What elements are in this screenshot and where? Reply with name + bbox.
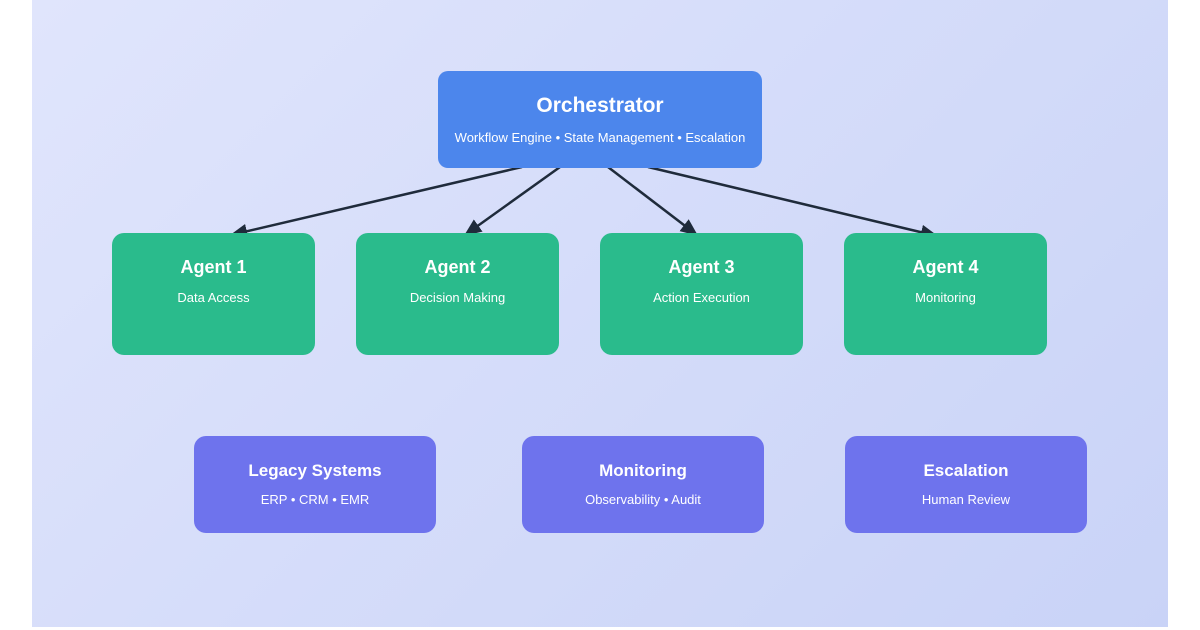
orchestrator-node: Orchestrator Workflow Engine • State Man… (438, 71, 762, 168)
monitoring-title: Monitoring (599, 461, 687, 481)
agent-4-subtitle: Monitoring (915, 289, 976, 305)
escalation-subtitle: Human Review (921, 491, 1011, 507)
monitoring-node: Monitoring Observability • Audit (522, 436, 764, 533)
legacy-systems-subtitle: ERP • CRM • EMR (260, 491, 370, 507)
agent-3-node: Agent 3 Action Execution (600, 233, 803, 355)
agent-1-node: Agent 1 Data Access (112, 233, 315, 355)
agent-1-title: Agent 1 (180, 257, 247, 277)
orchestrator-subtitle: Workflow Engine • State Management • Esc… (454, 129, 746, 145)
agent-2-subtitle: Decision Making (409, 289, 506, 305)
legacy-systems-title: Legacy Systems (248, 461, 382, 481)
agent-1-subtitle: Data Access (177, 289, 250, 305)
escalation-node: Escalation Human Review (845, 436, 1087, 533)
legacy-systems-node: Legacy Systems ERP • CRM • EMR (194, 436, 436, 533)
escalation-title: Escalation (923, 461, 1009, 481)
monitoring-subtitle: Observability • Audit (585, 491, 701, 507)
agent-2-title: Agent 2 (424, 257, 491, 277)
agent-3-title: Agent 3 (668, 257, 735, 277)
agent-4-node: Agent 4 Monitoring (844, 233, 1047, 355)
agent-2-node: Agent 2 Decision Making (356, 233, 559, 355)
agent-4-title: Agent 4 (912, 257, 979, 277)
orchestrator-title: Orchestrator (536, 93, 664, 117)
agent-3-subtitle: Action Execution (653, 289, 750, 305)
